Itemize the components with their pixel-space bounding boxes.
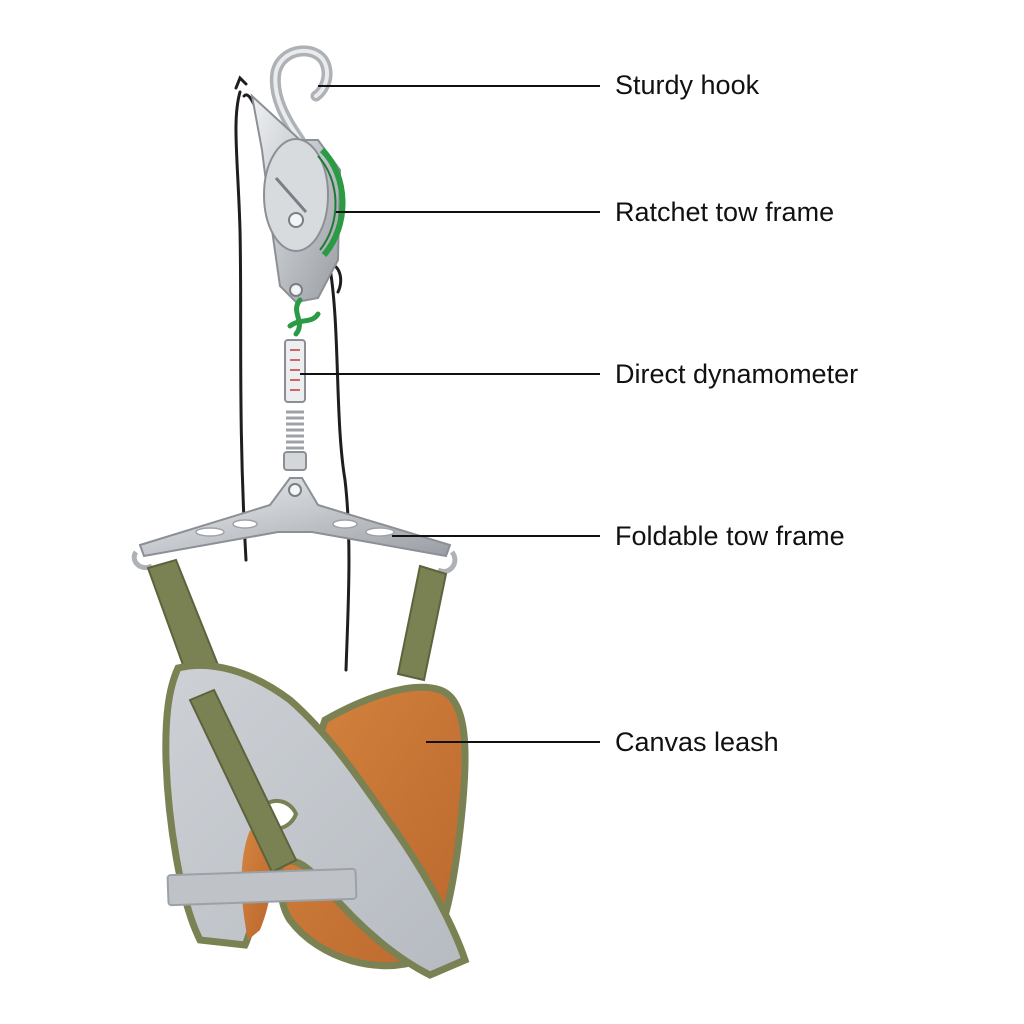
label-sturdy-hook: Sturdy hook (615, 70, 760, 100)
foldable-tow-frame (131, 477, 458, 574)
canvas-leash (162, 661, 470, 979)
sturdy-hook (269, 45, 333, 146)
callout-lines (300, 85, 600, 743)
label-canvas-leash: Canvas leash (615, 727, 779, 757)
ratchet-tow-frame (250, 93, 346, 304)
direct-dynamometer (283, 339, 307, 471)
label-foldable-tow-frame: Foldable tow frame (615, 521, 845, 551)
label-ratchet-tow-frame: Ratchet tow frame (615, 197, 835, 227)
green-rope-knot (287, 297, 321, 337)
dynamometer-spring (286, 410, 304, 450)
drawstring-ropes (234, 75, 351, 672)
label-direct-dynamometer: Direct dynamometer (615, 359, 859, 389)
